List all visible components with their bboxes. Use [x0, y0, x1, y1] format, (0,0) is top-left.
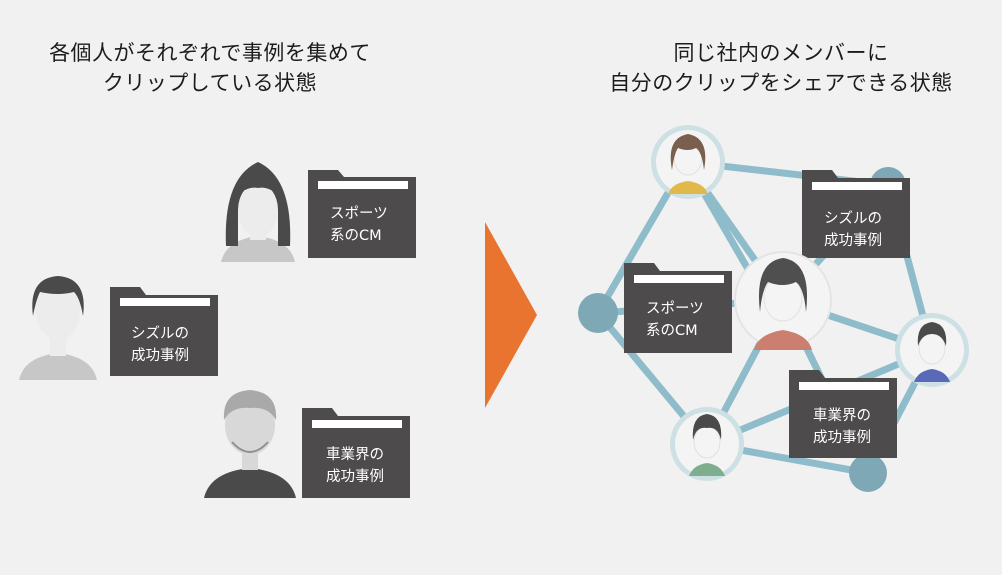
folder-icon	[308, 170, 416, 258]
folder-label-line2: 成功事例	[824, 233, 882, 249]
folder-label-line1: スポーツ	[330, 206, 388, 222]
folder-label-line1: スポーツ	[646, 301, 704, 317]
folder-label-line1: 車業界の	[326, 447, 384, 463]
folder-label-car: 車業界の 成功事例	[326, 444, 384, 488]
folder-icon	[302, 408, 410, 498]
left-caption: 各個人がそれぞれで事例を集めて クリップしている状態	[0, 38, 420, 98]
folder-icon	[789, 370, 897, 458]
folder-label-car: 車業界の 成功事例	[813, 405, 871, 449]
folder-label-sizzle: シズルの 成功事例	[131, 323, 189, 367]
folder-label-sports: スポーツ 系のCM	[330, 203, 388, 247]
folder-label-line2: 系のCM	[646, 323, 698, 339]
person-long-hair-icon	[221, 162, 295, 262]
folder-label-sizzle: シズルの 成功事例	[824, 208, 882, 252]
right-caption-line1: 同じ社内のメンバーに	[673, 41, 889, 65]
folder-label-sports: スポーツ 系のCM	[646, 298, 704, 342]
person-short-hair-icon	[19, 276, 97, 380]
avatar-man-blue-icon	[895, 313, 969, 387]
person-elderly-icon	[204, 390, 296, 498]
network-node	[578, 293, 618, 333]
folder-label-line1: シズルの	[131, 326, 189, 342]
network-node	[849, 454, 887, 492]
avatar-center-woman-icon	[734, 251, 832, 350]
folder-icon	[802, 170, 910, 258]
arrow-right-icon	[485, 222, 537, 408]
folder-icon	[110, 287, 218, 376]
folder-label-line2: 成功事例	[131, 348, 189, 364]
right-caption-line2: 自分のクリップをシェアできる状態	[609, 71, 953, 95]
folder-label-line2: 成功事例	[326, 469, 384, 485]
folder-label-line2: 成功事例	[813, 430, 871, 446]
right-caption: 同じ社内のメンバーに 自分のクリップをシェアできる状態	[560, 38, 1002, 98]
folder-label-line2: 系のCM	[330, 228, 382, 244]
folder-label-line1: シズルの	[824, 211, 882, 227]
folder-icon	[624, 263, 732, 353]
avatar-woman-brown-icon	[651, 125, 725, 199]
left-caption-line2: クリップしている状態	[102, 71, 318, 95]
avatar-man-green-icon	[670, 407, 744, 481]
folder-label-line1: 車業界の	[813, 408, 871, 424]
left-caption-line1: 各個人がそれぞれで事例を集めて	[49, 41, 371, 65]
